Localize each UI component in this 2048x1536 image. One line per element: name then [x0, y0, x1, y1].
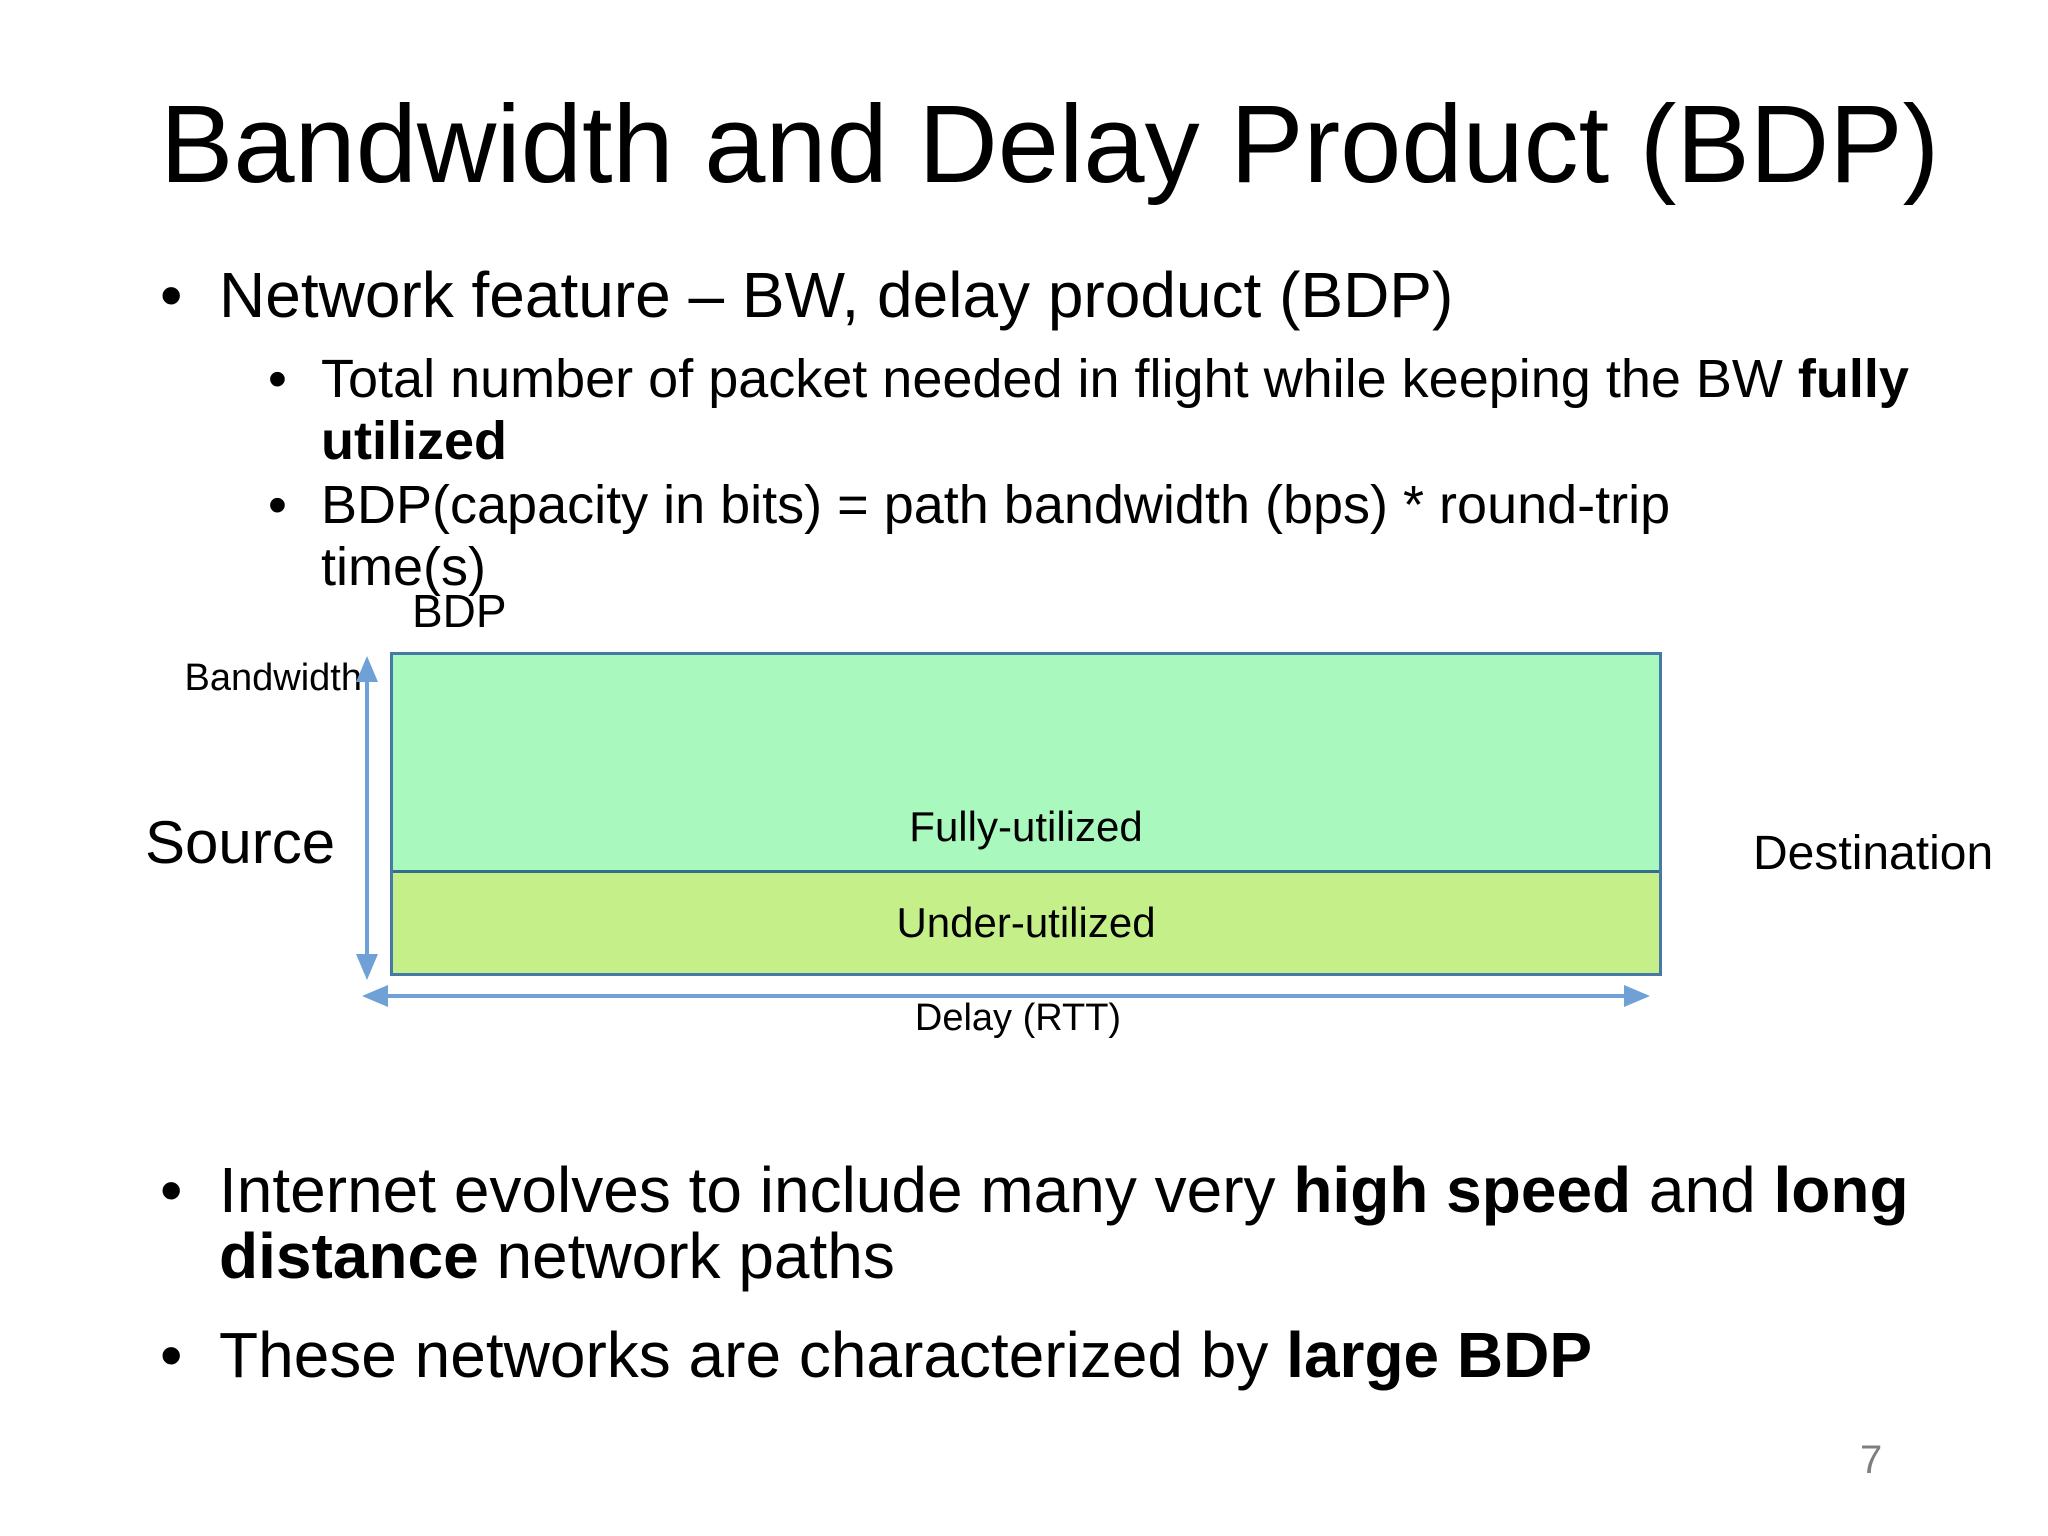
bullet-internet-evolves-post: network paths — [478, 1219, 895, 1292]
bullet-dot: • — [160, 1319, 183, 1391]
sub-bullet-total-packets-text: Total number of packet needed in flight … — [321, 349, 1798, 409]
arrow-down-head — [356, 954, 378, 980]
bdp-diagram-label: BDP — [412, 585, 507, 637]
arrow-right-head — [1624, 985, 1650, 1007]
bandwidth-arrow — [356, 656, 378, 980]
bullet-internet-evolves-text: Internet evolves to include many very — [219, 1154, 1294, 1226]
bullet-network-feature-text: Network feature – BW, delay product (BDP… — [219, 259, 1454, 331]
sub-bullet-total-packets: • Total number of packet needed in flight… — [268, 348, 1961, 472]
under-utilized-label: Under-utilized — [896, 899, 1156, 946]
sub-bullet-bdp-formula: • BDP(capacity in bits) = path bandwidth … — [268, 474, 1751, 598]
fully-utilized-label: Fully-utilized — [909, 803, 1143, 850]
bullet-dot: • — [268, 475, 287, 535]
bullet-dot: • — [160, 1154, 183, 1226]
bullet-internet-evolves-mid: and — [1631, 1154, 1774, 1226]
bdp-rectangle: Fully-utilized Under-utilized — [390, 652, 1662, 976]
fully-utilized-bold-text: fully utilized — [321, 349, 1909, 472]
high-speed-bold-text: high speed — [1293, 1154, 1632, 1226]
utilization-divider — [393, 870, 1659, 873]
sub-bullet-bdp-formula-text: BDP(capacity in bits) = path bandwidth (… — [321, 475, 1671, 598]
large-bdp-bold-text: large BDP — [1286, 1319, 1593, 1391]
page-number: 7 — [1860, 1438, 1883, 1482]
bullet-internet-evolves: • Internet evolves to include many very h… — [160, 1154, 1959, 1292]
bullet-network-feature: • Network feature – BW, delay product (BD… — [160, 259, 1454, 331]
bullet-dot: • — [268, 349, 287, 409]
under-utilized-region: Under-utilized — [393, 873, 1659, 973]
long-distance-bold-text: long distance — [219, 1154, 1909, 1292]
page-title: Bandwidth and Delay Product (BDP) — [160, 83, 1940, 206]
bandwidth-axis-label: Bandwidth — [184, 657, 362, 699]
source-label: Source — [145, 809, 336, 876]
destination-label: Destination — [1753, 827, 1994, 880]
arrow-up-head — [356, 656, 378, 682]
bullet-large-bdp-text: These networks are characterized by — [219, 1319, 1287, 1391]
delay-arrow — [362, 985, 1650, 1007]
delay-rtt-label: Delay (RTT) — [914, 997, 1122, 1039]
bullet-large-bdp: • These networks are characterized by lar… — [160, 1319, 1593, 1391]
fully-utilized-region: Fully-utilized — [393, 655, 1659, 870]
bullet-dot: • — [160, 259, 183, 331]
arrow-left-head — [362, 985, 388, 1007]
